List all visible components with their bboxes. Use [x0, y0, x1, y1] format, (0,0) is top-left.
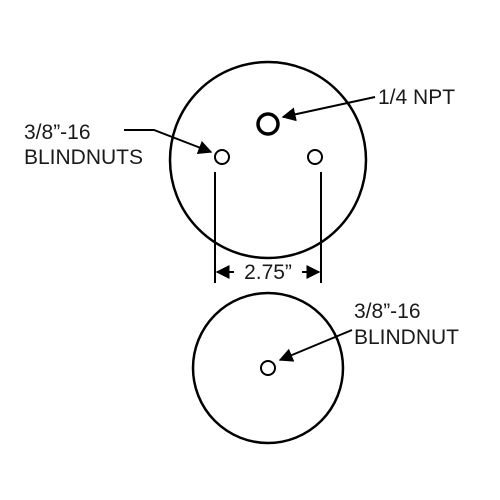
blindnuts-leader-line [124, 129, 213, 154]
blindnut-hole-left [214, 149, 230, 165]
blindnut-label-line2: BLINDNUT [354, 326, 459, 349]
dimension-label: 2.75” [244, 261, 292, 284]
bottom-blindnut-hole [260, 360, 276, 376]
blindnuts-label-line2: BLINDNUTS [24, 146, 143, 169]
blindnut-leader-line [278, 329, 353, 362]
npt-callout: 1/4 NPT [281, 86, 455, 122]
npt-port-hole [256, 112, 280, 136]
bottom-plate [191, 291, 345, 445]
top-plate-outline [168, 60, 368, 260]
blindnut-hole-right [307, 149, 323, 165]
blindnuts-label-line1: 3/8”-16 [24, 121, 91, 144]
blindnuts-callout: 3/8”-16 BLINDNUTS [24, 121, 213, 169]
npt-leader-line [281, 96, 376, 122]
top-plate: 2.75” [168, 60, 368, 284]
blindnut-label-line1: 3/8”-16 [354, 300, 421, 323]
blindnut-callout: 3/8”-16 BLINDNUT [278, 300, 459, 362]
npt-label: 1/4 NPT [378, 86, 455, 109]
bottom-plate-outline [191, 291, 345, 445]
